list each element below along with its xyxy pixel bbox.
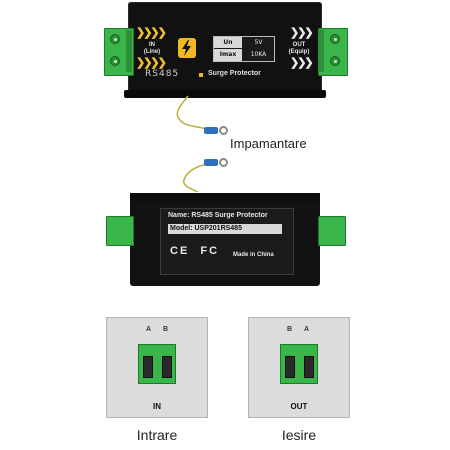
chevron-right-icon: ❯❯❯❯ xyxy=(136,27,167,39)
spec-imax-value: 10KA xyxy=(250,51,267,58)
in-line-label: IN (Line) xyxy=(140,42,164,56)
ring-terminal-icon xyxy=(204,127,218,134)
out-equip-label: OUT (Equip) xyxy=(284,42,314,56)
chevron-right-icon: ❯❯❯ xyxy=(290,27,314,39)
output-panel-title: OUT xyxy=(290,402,308,411)
terminal-screw-icon xyxy=(330,56,340,66)
output-panel xyxy=(248,317,350,418)
name-plate xyxy=(160,208,294,275)
input-pin-b-label: B xyxy=(163,326,169,333)
device-base xyxy=(124,90,326,98)
plate-name-line: Name: RS485 Surge Protector xyxy=(168,212,268,219)
output-caption: Iesire xyxy=(281,427,317,443)
chevron-right-icon: ❯❯❯❯ xyxy=(136,57,167,69)
certification-marks: CE FC xyxy=(170,245,219,257)
input-pin-a-label: A xyxy=(146,326,152,333)
ce-mark: CE xyxy=(170,245,190,257)
lightning-bolt-icon xyxy=(178,38,196,58)
terminal-side xyxy=(318,30,324,72)
spec-un-label: Un xyxy=(214,37,242,48)
fc-mark: FC xyxy=(200,245,220,257)
terminal-screw-icon xyxy=(110,56,120,66)
in-label: IN xyxy=(149,42,155,48)
chevron-right-icon: ❯❯❯ xyxy=(290,57,314,69)
equip-label: (Equip) xyxy=(288,49,310,55)
ground-label: Impamantare xyxy=(230,136,307,151)
ring-terminal-eye-icon xyxy=(219,158,228,167)
spec-un-value: 5V xyxy=(254,39,263,46)
ring-terminal-eye-icon xyxy=(219,126,228,135)
side-terminal-left xyxy=(106,216,134,246)
line-label: (Line) xyxy=(143,49,161,55)
connector-slot xyxy=(304,356,314,378)
input-caption: Intrare xyxy=(136,427,178,443)
side-terminal-right xyxy=(318,216,346,246)
ring-terminal-icon xyxy=(204,159,218,166)
input-panel-title: IN xyxy=(153,402,161,411)
spec-imax-label: Imax xyxy=(214,49,242,61)
plate-model-line: Model: USP201RS485 xyxy=(168,224,282,234)
made-in-label: Made in China xyxy=(233,252,274,258)
connector-slot xyxy=(162,356,172,378)
connector-slot xyxy=(285,356,295,378)
device-lid xyxy=(130,193,320,201)
ground-wire xyxy=(176,95,209,192)
terminal-screw-icon xyxy=(330,34,340,44)
series-label: RS485 xyxy=(145,69,180,79)
connector-slot xyxy=(143,356,153,378)
spec-table: Un 5V Imax 10KA xyxy=(213,36,275,62)
output-pin-a-label: A xyxy=(304,326,310,333)
accent-dot xyxy=(199,73,203,77)
terminal-side xyxy=(126,30,132,72)
terminal-screw-icon xyxy=(110,34,120,44)
output-pin-b-label: B xyxy=(287,326,293,333)
product-label: Surge Protector xyxy=(208,70,261,77)
out-label: OUT xyxy=(292,42,306,48)
